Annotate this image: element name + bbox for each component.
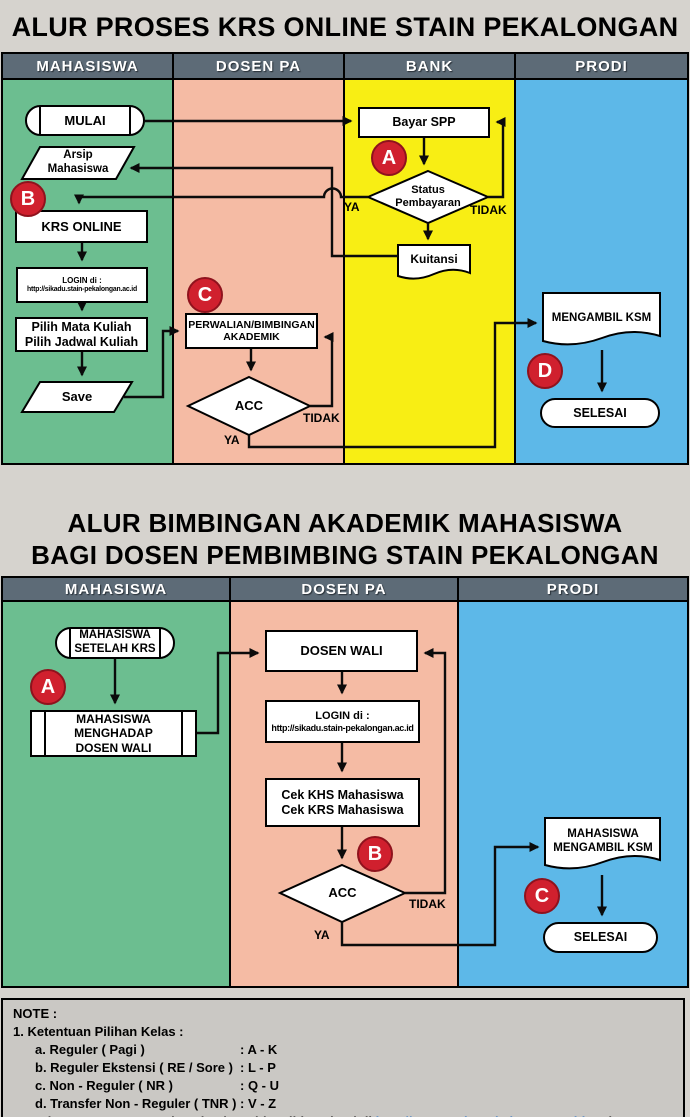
predefined-process-bar [44,711,46,756]
node-kuitansi-label: Kuitansi [410,251,458,266]
mahasiswa-mengambil-ksm-document [544,817,661,870]
terminator-cap-line [69,628,71,658]
node-dosen-wali: DOSEN WALI [265,630,418,672]
note-item1: 1. Ketentuan Pilihan Kelas : [13,1024,184,1039]
note-class-row: d. Transfer Non - Reguler ( TNR ) : V - … [13,1095,683,1113]
note-class-row: c. Non - Reguler ( NR ) : Q - U [13,1077,683,1095]
edge-acc2-ya-to-ksm2 [340,841,540,947]
note-class-label: c. Non - Reguler ( NR ) [35,1078,173,1093]
edge-label-acc1-ya: YA [224,433,240,447]
arsip-parallelogram [20,146,136,180]
terminator-cap-line [159,628,161,658]
node-arsip-mahasiswa-label: Arsip Mahasiswa [47,148,109,175]
node-perwalian: PERWALIAN/BIMBINGAN AKADEMIK [185,313,318,349]
chart1-lane-header-mahasiswa: MAHASISWA [3,54,174,80]
note-class-value: : A - K [240,1042,278,1057]
terminator-cap-line [39,106,41,135]
chart1-lane-header-bank: BANK [345,54,516,80]
edge-acc1-tidak-to-perwalian [310,331,334,408]
note-class-value: : L - P [240,1060,276,1075]
badge-b1: B [10,181,46,217]
chart2-lane-header-mahasiswa: MAHASISWA [3,578,231,602]
node-menghadap-dosen-wali: MAHASISWA MENGHADAP DOSEN WALI [30,710,197,757]
chart2-title-line1: ALUR BIMBINGAN AKADEMIK MAHASISWA [67,508,623,538]
node-acc2-label: ACC [328,885,357,901]
node-krs-online: KRS ONLINE [15,210,148,243]
edge-kuitansi-to-arsip [129,162,398,258]
note-class-value: : Q - U [240,1078,279,1093]
chart1-lane-header-dosen-pa: DOSEN PA [174,54,345,80]
node-bayar-spp: Bayar SPP [358,107,490,138]
note-item2-suffix: pada menu download [13,1114,658,1117]
edge-label-acc2-tidak: TIDAK [409,897,446,911]
chart2-lane-mahasiswa [3,602,231,986]
note-item2: 2. Pedoman SIKADU untuk mahasiswa bisa d… [13,1113,683,1117]
note-download-link[interactable]: http://www.stain-pekalongan.ac.id [376,1114,586,1117]
mengambil-ksm-document [542,292,661,346]
node-status-pembayaran-label: Status Pembayaran [395,183,461,209]
node-acc1-label: ACC [234,398,264,414]
edge-label-acc2-ya: YA [314,928,330,942]
chart2-lane-header-prodi: PRODI [459,578,687,602]
save-parallelogram [20,381,134,413]
badge-c2: C [524,878,560,914]
chart2-title-line2: BAGI DOSEN PEMBIMBING STAIN PEKALONGAN [31,540,659,570]
edge-acc2-tidak-to-dosenwali [405,647,447,895]
node-pilih-mata-kuliah: Pilih Mata Kuliah Pilih Jadwal Kuliah [15,317,148,352]
chart2-lane-header-dosen-pa: DOSEN PA [231,578,459,602]
badge-c1: C [187,277,223,313]
edge-menghadap-to-dosenwali [197,647,260,735]
note-section: NOTE : 1. Ketentuan Pilihan Kelas : a. R… [1,998,685,1117]
chart1-lane-header-prodi: PRODI [516,54,687,80]
edge-label-status-ya: YA [344,200,360,214]
edge-status-tidak-to-bayarspp [488,116,506,199]
node-mahasiswa-mengambil-ksm-label: MAHASISWA MENGAMBIL KSM [553,828,653,854]
note-class-value: : V - Z [240,1096,277,1111]
badge-a2: A [30,669,66,705]
node-mengambil-ksm-label: MENGAMBIL KSM [551,312,652,325]
node-mulai-label: MULAI [64,112,106,128]
node-selesai1: SELESAI [540,398,660,428]
node-login1: LOGIN di : http://sikadu.stain-pekalonga… [16,267,148,303]
note-class-label: a. Reguler ( Pagi ) [35,1042,145,1057]
node-login2-url: http://sikadu.stain-pekalongan.ac.id [271,722,414,733]
chart1-title: ALUR PROSES KRS ONLINE STAIN PEKALONGAN [11,12,679,42]
note-class-label: d. Transfer Non - Reguler ( TNR ) [35,1096,237,1111]
node-setelah-krs-label: MAHASISWA SETELAH KRS [74,629,156,655]
node-login2: LOGIN di : http://sikadu.stain-pekalonga… [265,700,420,743]
node-cek-khs-krs: Cek KHS Mahasiswa Cek KRS Mahasiswa [265,778,420,827]
node-mulai: MULAI [25,105,145,136]
kuitansi-document [397,244,471,280]
note-class-row: b. Reguler Ekstensi ( RE / Sore ) : L - … [13,1059,683,1077]
node-setelah-krs: MAHASISWA SETELAH KRS [55,627,175,659]
node-login1-title: LOGIN di : [62,276,102,286]
node-selesai2: SELESAI [543,922,658,953]
terminator-cap-line [129,106,131,135]
note-title: NOTE : [13,1006,58,1021]
note-item2-prefix: 2. Pedoman SIKADU untuk mahasiswa bisa d… [13,1114,376,1117]
edge-acc1-ya-to-ksm [247,317,538,449]
edge-save-to-perwalian [124,325,180,399]
node-menghadap-label: MAHASISWA MENGHADAP DOSEN WALI [74,712,153,755]
note-class-label: b. Reguler Ekstensi ( RE / Sore ) [35,1060,233,1075]
note-class-row: a. Reguler ( Pagi ) : A - K [13,1041,683,1059]
node-login1-url: http://sikadu.stain-pekalongan.ac.id [27,285,137,293]
node-save-label: Save [61,389,93,405]
edge-label-acc1-tidak: TIDAK [303,411,340,425]
edge-status-ya-to-krsonline [73,187,368,205]
badge-d1: D [527,353,563,389]
badge-a1: A [371,140,407,176]
badge-b2: B [357,836,393,872]
node-login2-title: LOGIN di : [315,709,370,722]
edge-label-status-tidak: TIDAK [470,203,507,217]
predefined-process-bar [181,711,183,756]
